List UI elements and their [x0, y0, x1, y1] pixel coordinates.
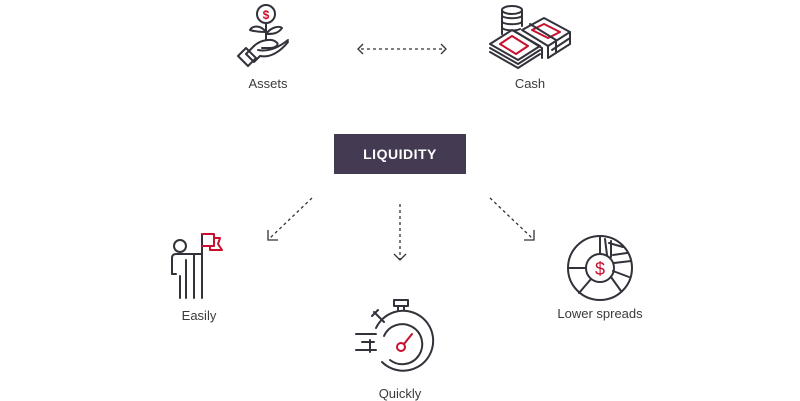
arrow-down: [393, 204, 407, 261]
lower-spreads-label: Lower spreads: [557, 306, 643, 321]
person-flag-icon: [171, 233, 223, 299]
assets-label: Assets: [248, 76, 288, 91]
cash-stack-coins-icon: [489, 5, 571, 69]
stopwatch-icon: [355, 299, 435, 372]
liquidity-label: LIQUIDITY: [363, 146, 437, 162]
liquidity-box: LIQUIDITY: [334, 134, 466, 174]
svg-text:$: $: [263, 8, 270, 22]
hand-plant-dollar-icon: $: [237, 4, 289, 67]
easily-label: Easily: [181, 308, 217, 323]
arrow-down-right: [489, 197, 535, 241]
quickly-label: Quickly: [378, 386, 422, 401]
svg-text:$: $: [595, 259, 605, 279]
bidirectional-arrow: [357, 43, 447, 55]
cash-label: Cash: [514, 76, 546, 91]
arrow-down-left: [267, 197, 313, 241]
dollar-pie-chart-icon: $: [567, 235, 633, 301]
